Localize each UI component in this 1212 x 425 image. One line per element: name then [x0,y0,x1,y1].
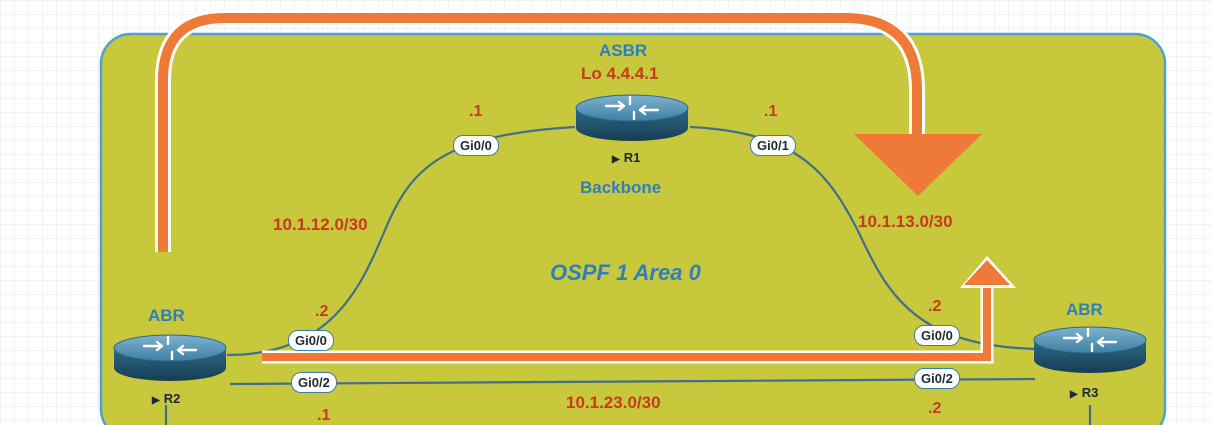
r3-role-label: ABR [1066,300,1103,319]
r1-hostname: ▶R1 [612,150,640,165]
interface-r1-gi01[interactable]: Gi0/1 [750,135,796,156]
r3-gi02-host-ip: .2 [928,400,942,417]
router-r2-icon[interactable] [112,333,228,383]
r2-hostname: ▶R2 [152,391,180,406]
interface-r3-gi00[interactable]: Gi0/0 [914,325,960,346]
interface-r3-gi02[interactable]: Gi0/2 [914,368,960,389]
orange-flow-arrow-bottom [262,256,1016,364]
r3-hostname: ▶R3 [1070,385,1098,400]
r1-hostname-text: R1 [623,150,641,165]
r1-gi00-host-ip: .1 [469,103,483,120]
r1-backbone-caption: Backbone [580,178,662,197]
r2-gi00-host-ip: .2 [315,303,329,320]
play-triangle-icon: ▶ [612,154,620,165]
router-r3-icon[interactable] [1032,325,1148,375]
r1-gi01-host-ip: .1 [764,103,778,120]
orange-flow-arrow-top [155,10,982,252]
r1-loopback-label: Lo 4.4.4.1 [581,64,659,83]
network-r2-r3-label: 10.1.23.0/30 [566,393,661,412]
ospf-area-0-region [99,32,1167,425]
play-triangle-icon: ▶ [152,395,160,406]
network-r1-r2-label: 10.1.12.0/30 [273,215,368,234]
r3-gi00-host-ip: .2 [928,298,942,315]
interface-r2-gi00[interactable]: Gi0/0 [288,330,334,351]
link-r2-r3 [229,377,1036,386]
r2-gi02-host-ip: .1 [317,407,331,424]
r3-hostname-text: R3 [1081,385,1099,400]
r1-role-label: ASBR [599,41,648,60]
router-r1-icon[interactable] [574,93,690,143]
r2-hostname-text: R2 [163,391,181,406]
network-r1-r3-label: 10.1.13.0/30 [858,212,953,231]
interface-r1-gi00[interactable]: Gi0/0 [453,135,499,156]
r2-role-label: ABR [148,306,185,325]
interface-r2-gi02[interactable]: Gi0/2 [291,372,337,393]
play-triangle-icon: ▶ [1070,389,1078,400]
ospf-area-label: OSPF 1 Area 0 [550,260,701,285]
